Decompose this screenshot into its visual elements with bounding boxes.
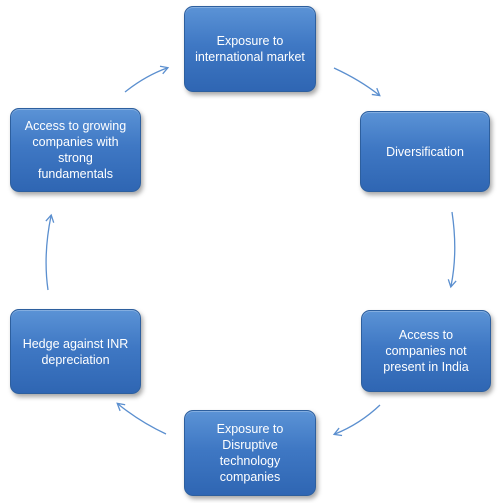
node-label: Access to growing companies with strong … [24,119,127,181]
node-exposure-disruptive-technology: Exposure to Disruptive technology compan… [184,410,316,496]
node-exposure-international-market: Exposure to international market [184,6,316,92]
node-label: Exposure to Disruptive technology compan… [216,422,284,484]
node-access-growing-companies: Access to growing companies with strong … [10,108,141,192]
arrow-bottom-to-bottom-left [116,402,167,435]
node-label: Diversification [386,144,464,159]
arrow-bottom-left-to-top-left [45,213,55,291]
node-access-companies-not-in-india: Access to companies not present in India [361,310,491,392]
node-hedge-inr-depreciation: Hedge against INR depreciation [10,309,141,394]
arrow-bottom-right-to-bottom [332,404,381,437]
node-diversification: Diversification [360,111,490,192]
arrow-right-to-bottom-right [447,211,457,289]
node-label: Access to companies not present in India [383,328,469,374]
node-label: Exposure to international market [195,34,305,64]
arrow-top-left-to-top [124,65,170,93]
arrow-top-to-right [333,67,381,97]
node-label: Hedge against INR depreciation [22,336,129,367]
